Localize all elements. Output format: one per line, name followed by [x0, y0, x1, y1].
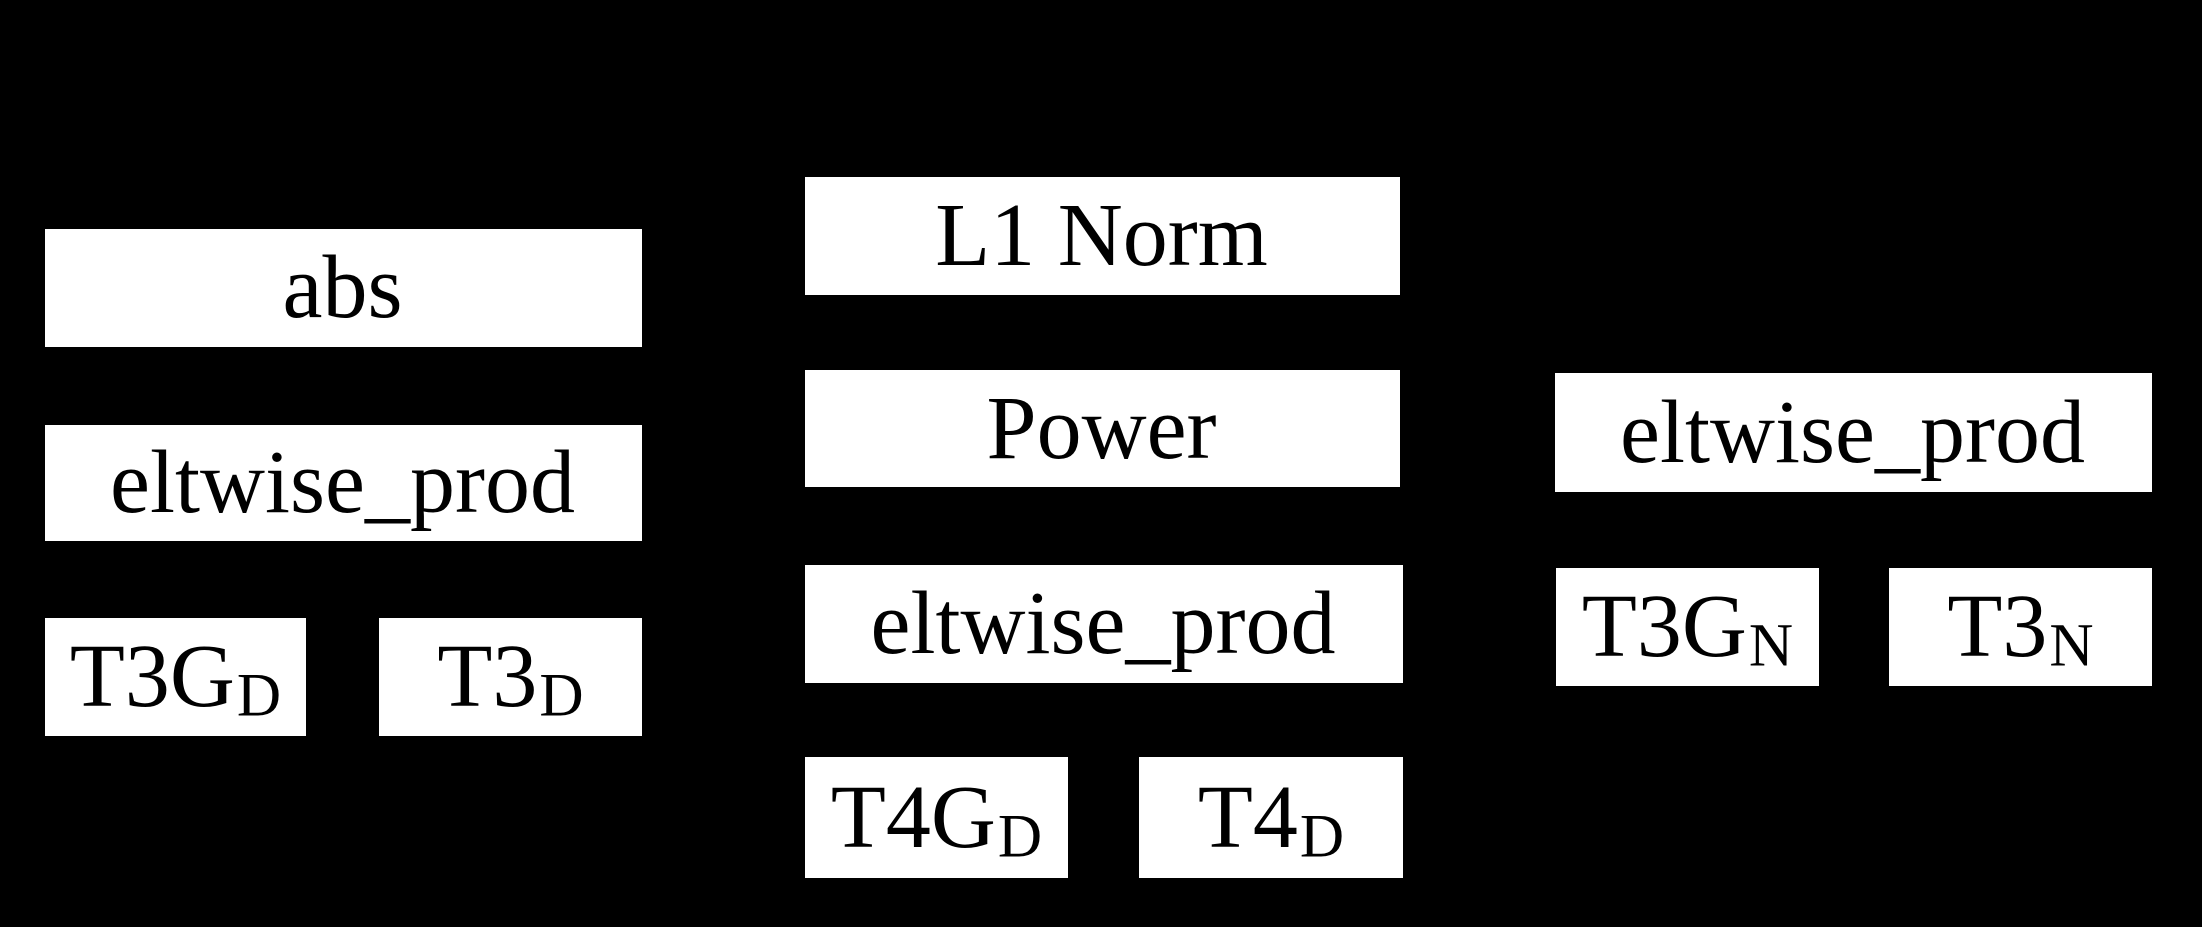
node-label: T3G	[1581, 577, 1747, 676]
node-label: T3	[437, 627, 538, 726]
node-eltwise-prod-left: eltwise_prod	[45, 425, 642, 541]
node-label: Power	[986, 378, 1217, 478]
node-label: T3G	[69, 627, 235, 726]
node-power: Power	[805, 370, 1400, 487]
node-label-subscript: N	[2049, 611, 2094, 680]
node-label-subscript: D	[997, 802, 1043, 871]
node-label: abs	[282, 238, 403, 337]
node-label-subscript: D	[539, 661, 584, 730]
node-label-subscript: D	[236, 661, 282, 730]
node-label: eltwise_prod	[870, 574, 1336, 673]
node-label: T4G	[830, 767, 996, 867]
node-l1-norm: L1 Norm	[805, 177, 1400, 295]
node-label-subscript: N	[1748, 611, 1794, 680]
node-eltwise-prod-mid: eltwise_prod	[805, 565, 1403, 683]
node-label: T3	[1947, 577, 2048, 676]
node-label: eltwise_prod	[110, 433, 575, 532]
node-label: L1 Norm	[935, 186, 1268, 285]
node-eltwise-prod-right: eltwise_prod	[1555, 373, 2152, 492]
node-label-subscript: D	[1299, 802, 1345, 871]
node-label: T4	[1197, 767, 1298, 867]
node-abs: abs	[45, 229, 642, 347]
node-label: eltwise_prod	[1620, 382, 2085, 482]
